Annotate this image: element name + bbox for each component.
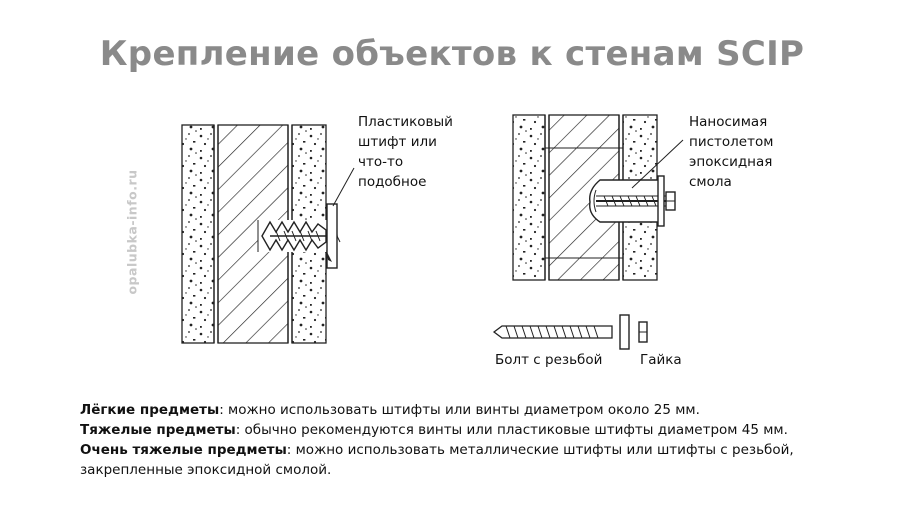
bolt-with-thread-detail: [492, 314, 630, 350]
left-callout-label: Пластиковый штифт или что-то подобное: [358, 114, 453, 190]
epoxy-bolt-assembly: [589, 175, 676, 227]
page-title: Крепление объектов к стенам SCIP: [99, 34, 805, 74]
note-light: Лёгкие предметы: можно использовать штиф…: [80, 402, 700, 418]
nut-label: Гайка: [640, 352, 682, 368]
note-heavy: Тяжелые предметы: обычно рекомендуются в…: [80, 422, 788, 438]
bolt-label: Болт с резьбой: [495, 352, 603, 368]
left-callout-leader: [332, 167, 355, 207]
right-wall-section: [512, 114, 658, 281]
plastic-dowel: [257, 203, 341, 269]
right-callout-leader: [631, 139, 684, 189]
right-callout-label: Наносимая пистолетом эпоксидная смола: [689, 114, 774, 190]
watermark: opalubka-info.ru: [124, 169, 140, 295]
note-very-heavy: Очень тяжелые предметы: можно использова…: [80, 442, 794, 478]
recommendations-text: Лёгкие предметы: можно использовать штиф…: [80, 400, 840, 480]
nut-detail: [638, 321, 648, 343]
